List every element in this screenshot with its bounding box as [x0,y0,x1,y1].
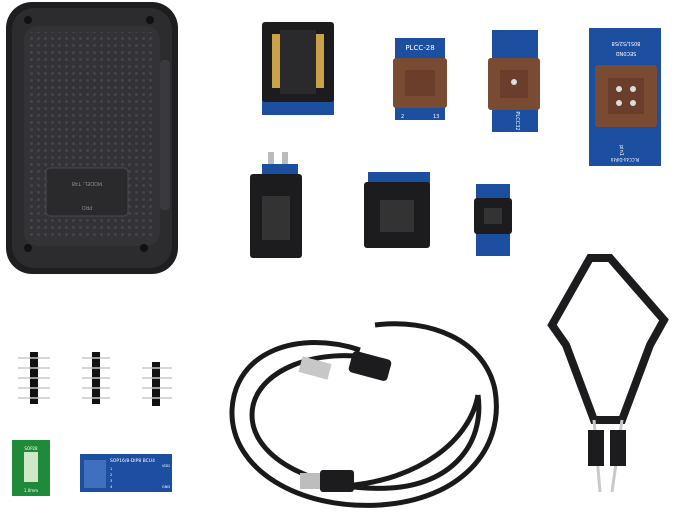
small-plcc-socket [474,184,512,256]
row-label: 1 [110,467,112,471]
usb-b-plug [300,470,354,492]
plcc28-label: PLCC-28 [405,44,434,52]
sop16-label: SOP16/8-DIP8 BCU4 [110,458,155,464]
plcc44-label: PLCC44-DIP40 [610,157,639,162]
chip-label: 8051/52/58 [612,40,641,46]
plcc32-label: PLCC32 [514,111,520,130]
soic-adapter [262,22,334,115]
plcc32-adapter: PLCC32 [488,30,540,132]
sop8-socket-1 [250,152,302,258]
ic-clip-tool [547,254,669,493]
pin-label: 13 [433,114,439,120]
row-label: 2 [110,473,112,477]
pin-label: 2 [401,114,404,120]
plcc28-adapter: PLCC-28 2 13 [393,38,447,120]
plcc44-adapter: 8051/52/58 SEC0ND pin1 PLCC44-DIP40 [589,28,661,166]
brand-label: PRO [82,204,92,210]
usb-a-plug [298,351,392,381]
pitch-label: 1.0mm [24,488,38,493]
pin-headers [18,352,172,406]
sop-green-board: SOP28 1.0mm [12,440,50,496]
sop-green-label: SOP28 [24,446,38,451]
programmer-device: MODEL: T48 PRO [6,2,178,274]
row-label: 3 [110,479,112,483]
pin1-label: pin1 [618,145,624,156]
vdd-label: VDD [162,464,170,468]
sop16-board: SOP16/8-DIP8 BCU4 VDD GND 1 2 3 4 [80,454,172,492]
usb-cable [229,321,499,508]
row-label: 4 [110,485,113,489]
gnd-label: GND [162,485,170,489]
chip-label: SEC0ND [616,50,637,56]
model-label: MODEL: T48 [72,180,103,186]
sop8-socket-2 [364,172,430,248]
